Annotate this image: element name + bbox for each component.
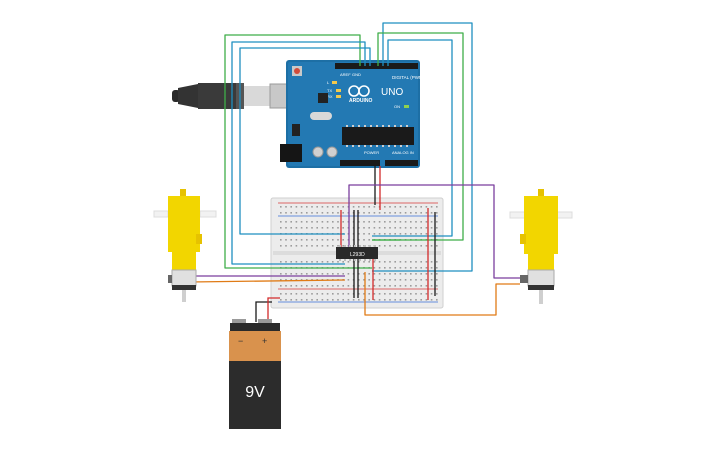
aref-label: AREF (340, 72, 351, 77)
rx-label: RX (327, 94, 333, 99)
analog-header (385, 160, 418, 166)
usb-chip (318, 93, 328, 103)
wire-blue-right-outer (372, 22, 473, 272)
power-header-label: POWER (364, 150, 379, 155)
wire-green-right (372, 32, 464, 241)
wire-right-motor-orange (364, 272, 520, 316)
dc-power-jack (280, 144, 302, 162)
motor-driver-chip: L293D (336, 245, 378, 261)
wires (189, 22, 520, 316)
gnd-label: GND (352, 72, 361, 77)
crystal (310, 112, 332, 120)
l-led-label: L (327, 80, 330, 85)
arduino-brand: ARDUINO (349, 98, 372, 104)
digital-header-label: DIGITAL (PWM~) (392, 75, 427, 80)
power-header (340, 160, 380, 166)
wire-left-motor-orange (189, 279, 346, 283)
wire-blue-left-inner (239, 47, 371, 235)
on-led (404, 105, 409, 108)
rx-led (336, 95, 341, 98)
tx-led (336, 89, 341, 92)
dc-gear-motor-right (509, 189, 573, 304)
on-label: ON (394, 104, 400, 109)
arduino-model: UNO (381, 87, 403, 98)
regulator (292, 124, 300, 136)
usb-cable (172, 83, 307, 109)
wire-green-left (224, 34, 372, 269)
wire-blue-right-inner (372, 39, 453, 237)
arduino-board: DIGITAL (PWM~) AREF GND ARDUINO UNO L TX… (280, 60, 427, 168)
dc-gear-motor-left (153, 189, 217, 302)
battery-voltage-label: 9V (245, 384, 265, 401)
battery-wire-red (267, 297, 280, 322)
9v-battery: − + 9V (229, 297, 281, 429)
capacitor (312, 146, 324, 158)
battery-plus-label: + (262, 336, 267, 346)
wire-right-motor-purple (348, 184, 520, 279)
battery-minus-label: − (238, 336, 243, 346)
arduino-logo (348, 85, 370, 97)
atmega-chip (342, 127, 414, 145)
capacitor (326, 146, 338, 158)
wire-blue-left-outer (231, 41, 366, 265)
battery-wire-black (255, 301, 272, 322)
tx-label: TX (327, 88, 332, 93)
chip-label: L293D (350, 252, 365, 258)
analog-header-label: ANALOG IN (392, 150, 414, 155)
l-led (332, 81, 337, 84)
digital-header (335, 63, 418, 69)
